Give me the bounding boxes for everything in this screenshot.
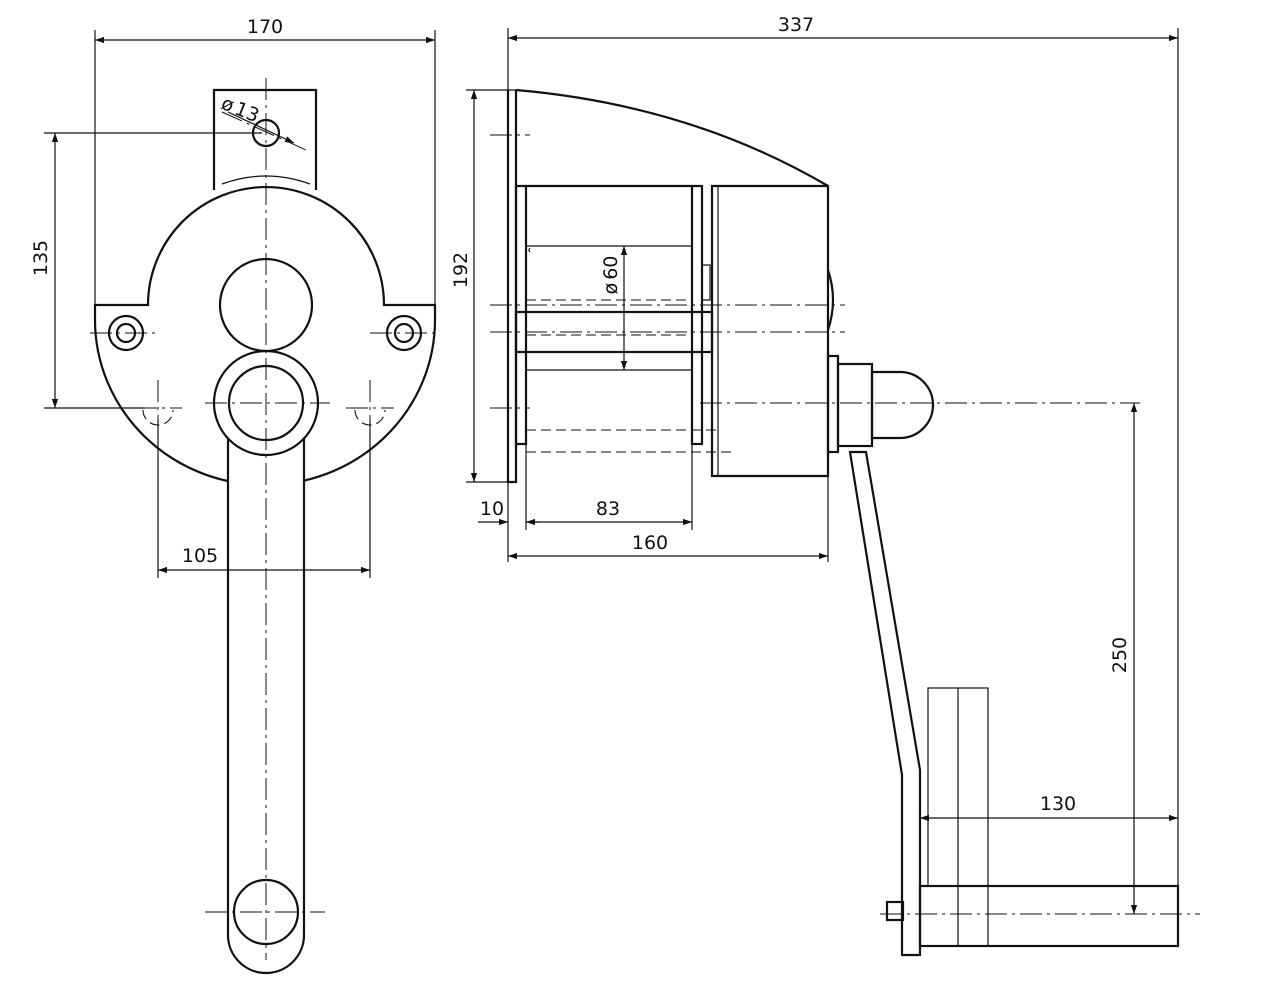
side-view: 337 192 ø60 10 83 160 250 130 (450, 14, 1200, 957)
handle-length-dim: 130 (1040, 793, 1076, 815)
mounting-plate (506, 90, 518, 484)
curved-guard (515, 88, 829, 187)
crank-knob (870, 370, 935, 440)
front-view: 170 135 105 ø13 (30, 16, 440, 975)
crank-hub-body (836, 362, 874, 448)
drum-length-dim: 83 (596, 498, 620, 520)
bolt-spacing-dim: 105 (182, 545, 218, 567)
overall-length-dim: 337 (778, 14, 814, 36)
crank-arm (226, 418, 306, 975)
drum-flange-right (690, 184, 704, 446)
crank-radius-dim: 250 (1109, 637, 1131, 673)
drum-flange-left (514, 184, 528, 446)
side-height-dim: 192 (450, 252, 472, 288)
crank-lever (848, 450, 922, 957)
front-height-dim: 135 (30, 240, 52, 276)
body-length-dim: 160 (632, 532, 668, 554)
mounting-lug (212, 88, 318, 190)
front-width-dim: 170 (247, 16, 283, 38)
drum-dia-dim: ø60 (600, 256, 622, 295)
flange-dim: 10 (480, 498, 504, 520)
handle-grip (918, 884, 1180, 948)
crank-hub (826, 354, 840, 454)
gear-housing (710, 184, 830, 478)
crank-pin (885, 900, 905, 922)
housing-outline (93, 185, 437, 487)
hole-dia-dim: ø13 (218, 92, 262, 127)
